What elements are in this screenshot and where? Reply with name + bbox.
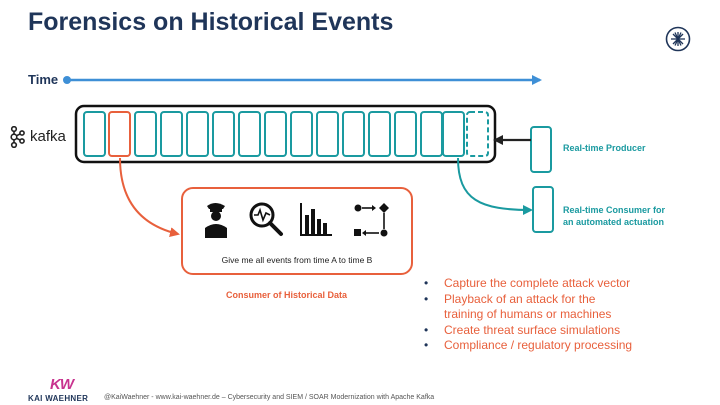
use-case-list: Capture the complete attack vector Playb… [424, 276, 632, 354]
kafka-logo: kafka [9, 126, 89, 150]
kafka-log-frame [74, 104, 497, 164]
confluent-logo-icon [665, 26, 691, 52]
slide-title: Forensics on Historical Events [28, 8, 394, 36]
kafka-logo-icon [10, 126, 25, 148]
bar-chart-icon [300, 203, 332, 236]
magnifier-analytics-icon [249, 202, 283, 236]
list-item: Playback of an attack for the [424, 292, 632, 308]
time-label: Time [28, 72, 59, 87]
consumer-label-line1: Real-time Consumer for [563, 205, 666, 215]
new-event-segment [466, 111, 489, 157]
brand-mark: KW [50, 376, 74, 393]
historical-consumer-label: Consumer of Historical Data [226, 290, 348, 300]
realtime-consumer-box [532, 186, 554, 233]
highlighted-segment [108, 111, 131, 157]
brand-name: KAI WAEHNER [28, 394, 89, 403]
consumer-label-line2: an automated actuation [563, 217, 665, 227]
police-officer-icon [205, 203, 227, 238]
list-item: Create threat surface simulations [424, 323, 632, 339]
kafka-label: kafka [30, 128, 66, 145]
producer-label: Real-time Producer [563, 143, 646, 153]
list-item: Compliance / regulatory processing [424, 338, 632, 354]
historical-consumer-box: Give me all events from time A to time B [181, 187, 413, 275]
workflow-icon [354, 203, 389, 237]
footer-credit: @KaiWaehner - www.kai-waehner.de – Cyber… [104, 394, 435, 401]
list-item: Capture the complete attack vector [424, 276, 632, 292]
log-segments [83, 111, 489, 157]
time-axis [63, 75, 542, 85]
producer-box [530, 126, 552, 173]
list-item: training of humans or machines [444, 307, 612, 321]
query-text: Give me all events from time A to time B [221, 255, 373, 265]
brand-logo: KW [28, 376, 100, 402]
